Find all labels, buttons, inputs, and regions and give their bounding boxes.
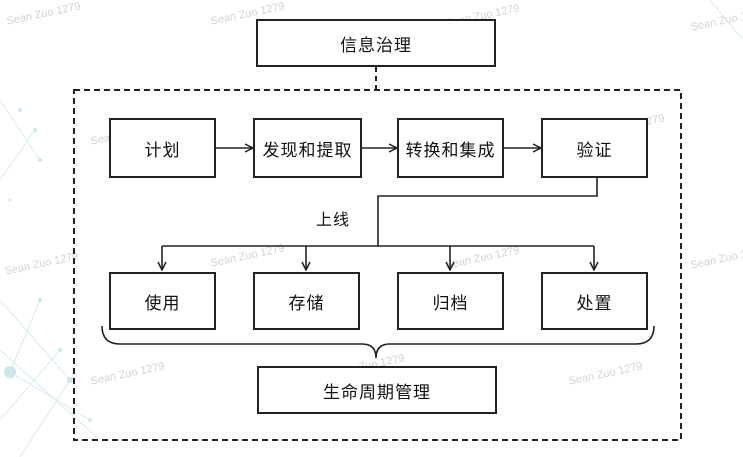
box-dispose: 处置 [541, 272, 648, 330]
box-transform-integrate: 转换和集成 [397, 118, 504, 178]
grouping-brace [101, 325, 655, 359]
box-use: 使用 [109, 272, 216, 330]
box-archive: 归档 [397, 272, 504, 330]
box-plan: 计划 [109, 118, 216, 178]
box-lifecycle-management: 生命周期管理 [257, 366, 497, 414]
box-verify: 验证 [541, 118, 648, 178]
box-discover-extract: 发现和提取 [253, 118, 362, 178]
golive-connector [377, 178, 598, 246]
label-go-live: 上线 [316, 210, 351, 229]
dashed-frame [73, 89, 682, 441]
box-information-governance: 信息治理 [256, 19, 496, 67]
box-storage: 存储 [253, 272, 360, 330]
